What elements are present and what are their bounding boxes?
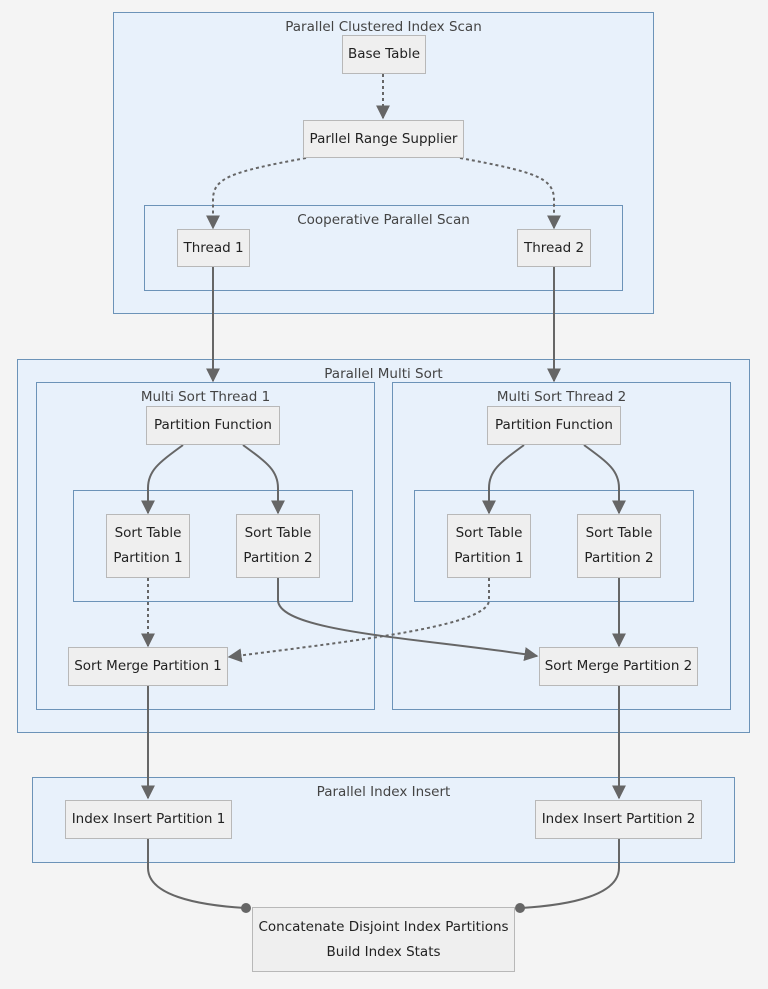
- node-sort-table-thread1-partition1[interactable]: Sort Table Partition 1: [106, 514, 190, 578]
- edge-end-dot-left: [241, 903, 251, 913]
- node-label-line-2: Partition 2: [584, 550, 654, 566]
- cluster-title: Multi Sort Thread 2: [496, 389, 627, 405]
- node-label-line-1: Sort Table: [585, 525, 653, 541]
- node-label: Base Table: [347, 46, 421, 62]
- node-sort-merge-partition-1[interactable]: Sort Merge Partition 1: [68, 647, 228, 686]
- node-thread-2[interactable]: Thread 2: [517, 229, 591, 267]
- node-sort-table-thread1-partition2[interactable]: Sort Table Partition 2: [236, 514, 320, 578]
- node-label-line-1: Sort Table: [244, 525, 312, 541]
- node-label-line-1: Sort Table: [114, 525, 182, 541]
- node-range-supplier[interactable]: Parllel Range Supplier: [303, 120, 464, 158]
- node-partition-function-1[interactable]: Partition Function: [146, 406, 280, 445]
- node-concatenate-build-stats[interactable]: Concatenate Disjoint Index Partitions Bu…: [252, 907, 515, 972]
- node-label: Sort Merge Partition 2: [544, 658, 693, 674]
- node-sort-table-thread2-partition1[interactable]: Sort Table Partition 1: [447, 514, 531, 578]
- cluster-title: Cooperative Parallel Scan: [297, 212, 470, 228]
- node-label: Thread 2: [523, 239, 585, 256]
- node-label-line-1: Sort Table: [455, 525, 523, 541]
- node-sort-table-thread2-partition2[interactable]: Sort Table Partition 2: [577, 514, 661, 578]
- node-sort-merge-partition-2[interactable]: Sort Merge Partition 2: [539, 647, 698, 686]
- cluster-title: Multi Sort Thread 1: [140, 389, 271, 405]
- node-label: Thread 1: [183, 239, 244, 256]
- node-thread-1[interactable]: Thread 1: [177, 229, 250, 267]
- node-index-insert-partition-1[interactable]: Index Insert Partition 1: [65, 800, 232, 839]
- node-partition-function-2[interactable]: Partition Function: [487, 406, 621, 445]
- node-label: Partition Function: [154, 417, 272, 433]
- node-label-line-1: Concatenate Disjoint Index Partitions: [258, 918, 509, 935]
- node-label-line-2: Partition 1: [454, 550, 524, 566]
- node-label-line-2: Partition 1: [113, 550, 183, 566]
- node-label-line-2: Build Index Stats: [326, 943, 441, 960]
- cluster-title: Parallel Multi Sort: [324, 366, 443, 382]
- node-label-line-2: Partition 2: [243, 550, 313, 566]
- node-label: Index Insert Partition 2: [541, 811, 696, 827]
- edge-end-dot-right: [515, 903, 525, 913]
- node-index-insert-partition-2[interactable]: Index Insert Partition 2: [535, 800, 702, 839]
- node-label: Parllel Range Supplier: [309, 130, 458, 147]
- node-base-table[interactable]: Base Table: [342, 35, 426, 74]
- node-label: Sort Merge Partition 1: [74, 658, 222, 674]
- cluster-title: Parallel Clustered Index Scan: [285, 19, 482, 35]
- cluster-title: Parallel Index Insert: [316, 784, 451, 800]
- node-label: Index Insert Partition 1: [71, 811, 226, 827]
- node-label: Partition Function: [495, 417, 613, 433]
